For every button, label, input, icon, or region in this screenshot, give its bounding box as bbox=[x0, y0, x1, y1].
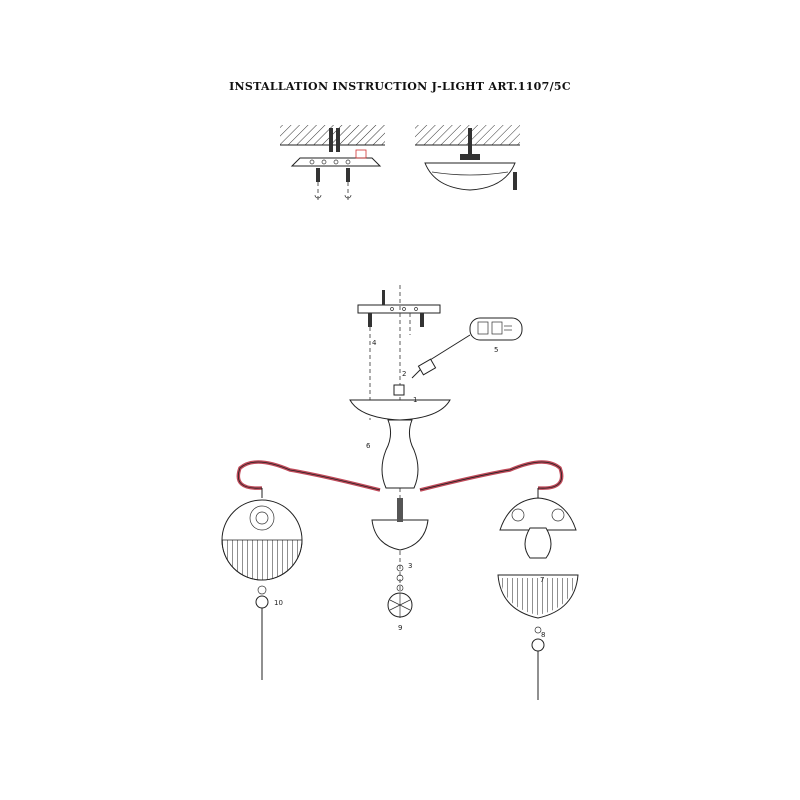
step-label-5: 5 bbox=[494, 346, 498, 354]
step-label-10: 10 bbox=[274, 599, 283, 607]
terminal-block bbox=[355, 149, 367, 159]
screw-icon bbox=[344, 194, 352, 199]
bulb-icon bbox=[524, 527, 552, 559]
step-label-3: 3 bbox=[408, 562, 412, 570]
step-label-4: 4 bbox=[372, 339, 377, 347]
flower-motif-icon bbox=[249, 505, 275, 531]
ceiling-bolt bbox=[468, 128, 472, 154]
canopy bbox=[424, 162, 516, 191]
step-label-2: 2 bbox=[402, 370, 406, 378]
step-label-6: 6 bbox=[366, 442, 371, 450]
step-label-1: 1 bbox=[413, 396, 417, 404]
left-arm bbox=[236, 460, 381, 492]
right-shade-top bbox=[499, 497, 577, 531]
diagram-title: INSTALLATION INSTRUCTION J-LIGHT ART.110… bbox=[229, 80, 571, 93]
ceiling-plate-inset bbox=[280, 125, 385, 200]
right-arm bbox=[419, 460, 564, 492]
main-mounting-plate bbox=[357, 304, 441, 314]
step-label-7: 7 bbox=[540, 576, 544, 584]
ceiling-bolt bbox=[329, 128, 333, 152]
mounting-plate bbox=[290, 157, 382, 167]
center-bowl bbox=[371, 519, 429, 551]
terminal-callout bbox=[469, 317, 523, 341]
ceiling-hatch bbox=[415, 125, 520, 145]
step-label-9: 9 bbox=[398, 624, 402, 632]
chandelier-assembly: 1 2 3 4 5 6 7 8 9 10 bbox=[221, 285, 579, 700]
main-canopy bbox=[349, 399, 451, 421]
screw-icon bbox=[314, 194, 322, 199]
canopy-inset bbox=[415, 125, 520, 191]
step-label-8: 8 bbox=[541, 631, 545, 639]
center-vase bbox=[381, 419, 419, 489]
